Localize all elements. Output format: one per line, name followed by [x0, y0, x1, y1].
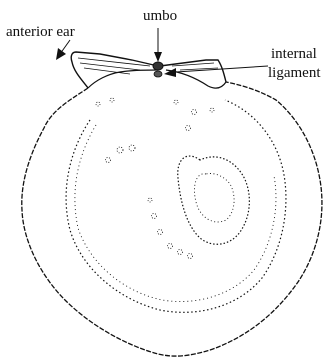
- adductor-muscle-scar-core: [194, 173, 234, 222]
- pallial-line-inner: [75, 125, 276, 302]
- umbo-label: umbo: [143, 8, 177, 25]
- pallial-line: [66, 100, 286, 312]
- scar-dot: [174, 100, 178, 104]
- internal-ligament-label-line2: ligament: [268, 65, 321, 82]
- scar-dot: [210, 108, 214, 112]
- scar-dot: [110, 98, 114, 102]
- scar-dot: [106, 158, 111, 163]
- scar-dot: [129, 145, 135, 151]
- scar-dot: [192, 110, 197, 115]
- anterior-ear-hatching: [78, 58, 150, 74]
- anterior-ear-arrowhead: [56, 48, 66, 60]
- scar-dot: [96, 102, 100, 106]
- scar-dot: [158, 230, 163, 235]
- scar-dot: [148, 198, 152, 202]
- scar-dot: [168, 244, 173, 249]
- ligament-arrowhead: [164, 68, 176, 77]
- scar-dot: [186, 126, 191, 131]
- scar-dot: [117, 147, 123, 153]
- umbo-structure: [153, 62, 163, 70]
- anterior-ear-label: anterior ear: [6, 24, 75, 41]
- scar-dot: [178, 250, 183, 255]
- scar-dot: [188, 254, 193, 259]
- scar-dot: [152, 214, 157, 219]
- shell-outline: [22, 82, 322, 356]
- umbo-arrowhead: [154, 52, 162, 62]
- adductor-muscle-scar: [178, 156, 250, 244]
- internal-ligament-pit: [154, 71, 162, 77]
- internal-ligament-label-line1: internal: [271, 46, 317, 63]
